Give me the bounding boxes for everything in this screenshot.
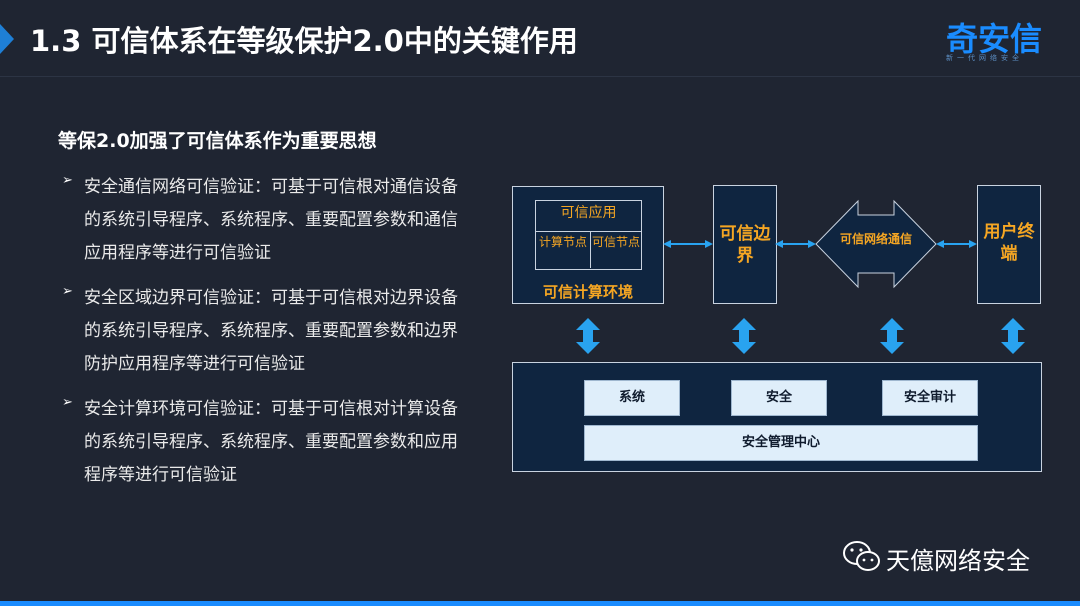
trusted-boundary-box: [713, 185, 777, 304]
user-terminal-box: [977, 185, 1041, 304]
mgmt-item-security: 安全: [731, 380, 827, 416]
bullet-text: 安全计算环境可信验证：可基于可信根对计算设备的系统引导程序、系统程序、重要配置参…: [84, 399, 458, 485]
app-divider: [536, 231, 641, 232]
slide-title: 1.3 可信体系在等级保护2.0中的关键作用: [30, 24, 578, 58]
trusted-boundary-label: 可信边界: [719, 224, 771, 266]
header-divider: [0, 76, 1080, 77]
vertical-arrow-2: [732, 318, 756, 354]
brand-tagline: 新一代网络安全: [946, 54, 1023, 62]
trusted-app-box: [535, 200, 642, 270]
section-subtitle: 等保2.0加强了可信体系作为重要思想: [58, 130, 377, 152]
title-chevron-icon: [0, 24, 14, 54]
wechat-icon: [843, 541, 880, 571]
network-comm-label: 可信网络通信: [839, 232, 912, 246]
bullet-arrow-icon: ➢: [62, 395, 73, 410]
mgmt-item-center: 安全管理中心: [584, 425, 978, 461]
node-divider: [590, 231, 591, 268]
mgmt-item-audit: 安全审计: [882, 380, 978, 416]
compute-node-label: 计算节点: [538, 235, 587, 249]
brand-logo: 奇安信: [946, 20, 1043, 58]
bullet-arrow-icon: ➢: [62, 173, 73, 188]
vertical-arrow-4: [1001, 318, 1025, 354]
mgmt-item-system: 系统: [584, 380, 680, 416]
bullet-text: 安全通信网络可信验证：可基于可信根对通信设备的系统引导程序、系统程序、重要配置参…: [84, 177, 458, 263]
trusted-computing-env-label: 可信计算环境: [542, 283, 633, 301]
user-terminal-label: 用户终端: [983, 222, 1035, 264]
bullet-text: 安全区域边界可信验证：可基于可信根对边界设备的系统引导程序、系统程序、重要配置参…: [84, 288, 458, 374]
trusted-computing-env-box: [512, 186, 664, 304]
trusted-node-label: 可信节点: [591, 235, 640, 249]
bullet-arrow-icon: ➢: [62, 284, 73, 299]
trusted-app-label: 可信应用: [560, 205, 617, 221]
watermark-text: 天億网络安全: [886, 547, 1030, 575]
vertical-arrow-3: [880, 318, 904, 354]
bottom-accent-bar: [0, 601, 1080, 606]
vertical-arrow-1: [576, 318, 600, 354]
